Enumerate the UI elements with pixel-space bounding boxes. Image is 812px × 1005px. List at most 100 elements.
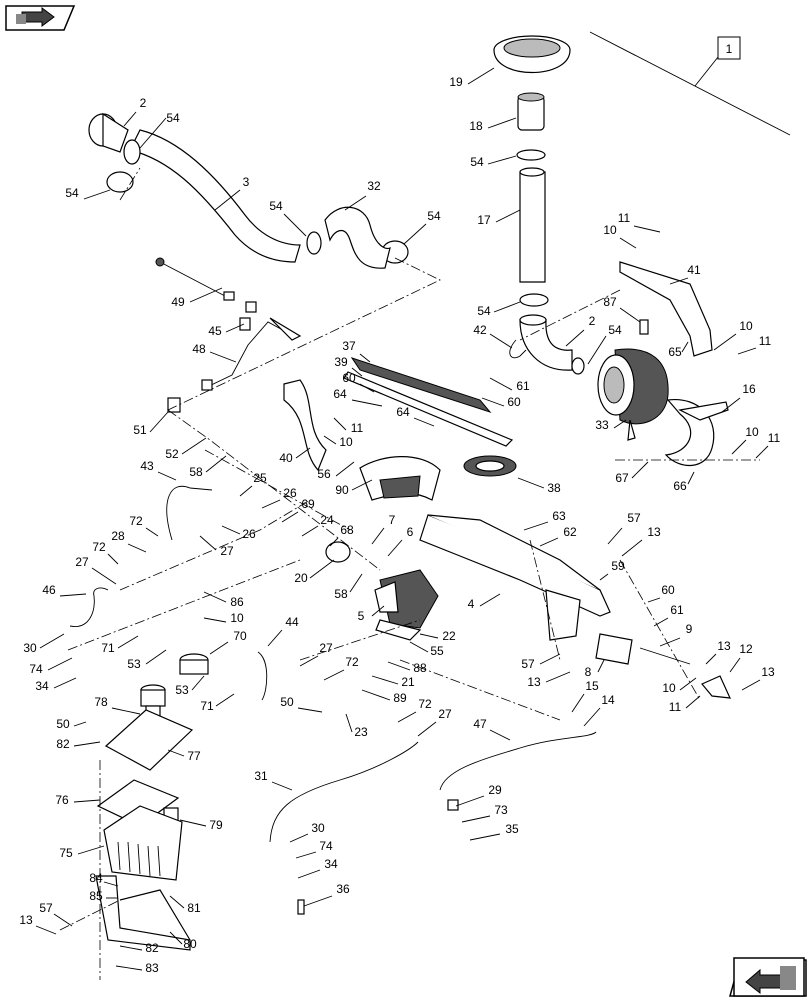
callout-label: 66	[673, 479, 687, 493]
callout-label: 10	[339, 435, 353, 449]
callout-label: 29	[488, 783, 502, 797]
callout-label: 2	[589, 314, 596, 328]
callout-label: 10	[745, 425, 759, 439]
callout-label: 49	[171, 295, 185, 309]
callout-label: 17	[477, 213, 491, 227]
callout-leader	[633, 225, 661, 233]
callout: 84	[89, 871, 119, 887]
callout: 20	[294, 559, 335, 585]
callout-leader	[199, 535, 217, 551]
callout: 60	[481, 395, 521, 409]
callout: 4	[468, 593, 501, 611]
callout-label: 80	[183, 937, 197, 951]
callout: 10	[662, 677, 697, 695]
callout: 54	[139, 111, 180, 149]
callout-leader	[387, 539, 403, 557]
callout: 27	[199, 535, 234, 558]
callout-leader	[713, 333, 737, 351]
callout: 41	[669, 263, 701, 285]
callout-leader	[455, 795, 485, 807]
callout-leader	[303, 895, 333, 907]
callout: 85	[89, 889, 118, 903]
callout-label: 50	[56, 717, 70, 731]
callout: 51	[133, 411, 169, 437]
callout-leader	[295, 851, 317, 859]
callout-label: 3	[243, 175, 250, 189]
callout-label: 81	[187, 901, 201, 915]
callout-label: 53	[175, 683, 189, 697]
callout-label: 52	[165, 447, 179, 461]
callout-leader	[351, 479, 373, 491]
callout-label: 11	[768, 431, 781, 445]
callout: 35	[469, 822, 519, 841]
arrow-right-icon	[16, 7, 55, 27]
callout: 71	[101, 635, 139, 655]
callout-leader	[295, 447, 311, 459]
callout-leader	[517, 477, 545, 489]
callout-label: 13	[717, 639, 731, 653]
callout-leader	[737, 347, 757, 355]
callout: 50	[56, 717, 87, 731]
callout-leader	[145, 649, 167, 665]
callout: 78	[94, 695, 141, 715]
callout-leader	[261, 499, 281, 509]
callout-leader	[669, 277, 689, 285]
reservoir-parts	[69, 485, 597, 951]
callout: 10	[713, 319, 753, 351]
callout: 13	[19, 913, 57, 935]
callout-label: 11	[351, 421, 364, 435]
callout: 83	[115, 961, 159, 975]
callout-leader	[479, 593, 501, 607]
callout-label: 4	[468, 597, 475, 611]
callout: 33	[595, 418, 627, 432]
callout: 58	[189, 455, 227, 479]
callout-label: 9	[686, 622, 693, 636]
callout-label: 71	[200, 699, 214, 713]
callout: 10	[203, 611, 244, 625]
callout-label: 7	[389, 513, 396, 527]
callout: 63	[523, 509, 566, 531]
callout-leader	[659, 637, 681, 647]
callout: 72	[92, 540, 119, 565]
callout: 17	[477, 209, 521, 227]
callout-label: 11	[669, 700, 682, 714]
callout: 74	[29, 657, 73, 676]
callout: 62	[539, 525, 577, 547]
callout: 72	[397, 697, 432, 723]
callout: 6	[387, 525, 414, 557]
callout-leader	[413, 417, 435, 427]
callout-leader	[73, 741, 101, 747]
callout-label: 82	[56, 737, 70, 751]
callout-leader	[565, 329, 585, 347]
callout-label: 74	[29, 662, 43, 676]
callout-label: 10	[662, 681, 676, 695]
callout-label: 64	[333, 387, 347, 401]
callout: 71	[200, 693, 235, 713]
callout-leader	[721, 397, 741, 413]
callout-leader	[145, 527, 159, 537]
callout-leader	[613, 419, 627, 429]
callout: 69	[281, 497, 315, 523]
callout: 38	[517, 477, 561, 495]
callout-label: 31	[254, 769, 268, 783]
nav-previous-button[interactable]	[729, 957, 807, 997]
callout: 34	[297, 857, 338, 879]
callout-label: 10	[603, 223, 617, 237]
callout-label: 44	[285, 615, 299, 629]
callout: 53	[127, 649, 167, 671]
callout: 66	[673, 471, 695, 493]
callout-label: 74	[319, 839, 333, 853]
callout-label: 30	[311, 821, 325, 835]
callout: 54	[470, 155, 517, 169]
callout: 64	[396, 405, 435, 427]
callout-leader	[205, 455, 227, 473]
callout-leader	[631, 461, 649, 479]
callout: 28	[111, 529, 147, 553]
callout-label: 15	[585, 679, 599, 693]
callout: 11	[755, 431, 781, 459]
nav-next-button[interactable]	[5, 5, 76, 31]
callout-leader	[653, 617, 669, 627]
callout: 23	[345, 713, 368, 739]
callout: 3	[214, 175, 250, 211]
callout-label: 20	[294, 571, 308, 585]
